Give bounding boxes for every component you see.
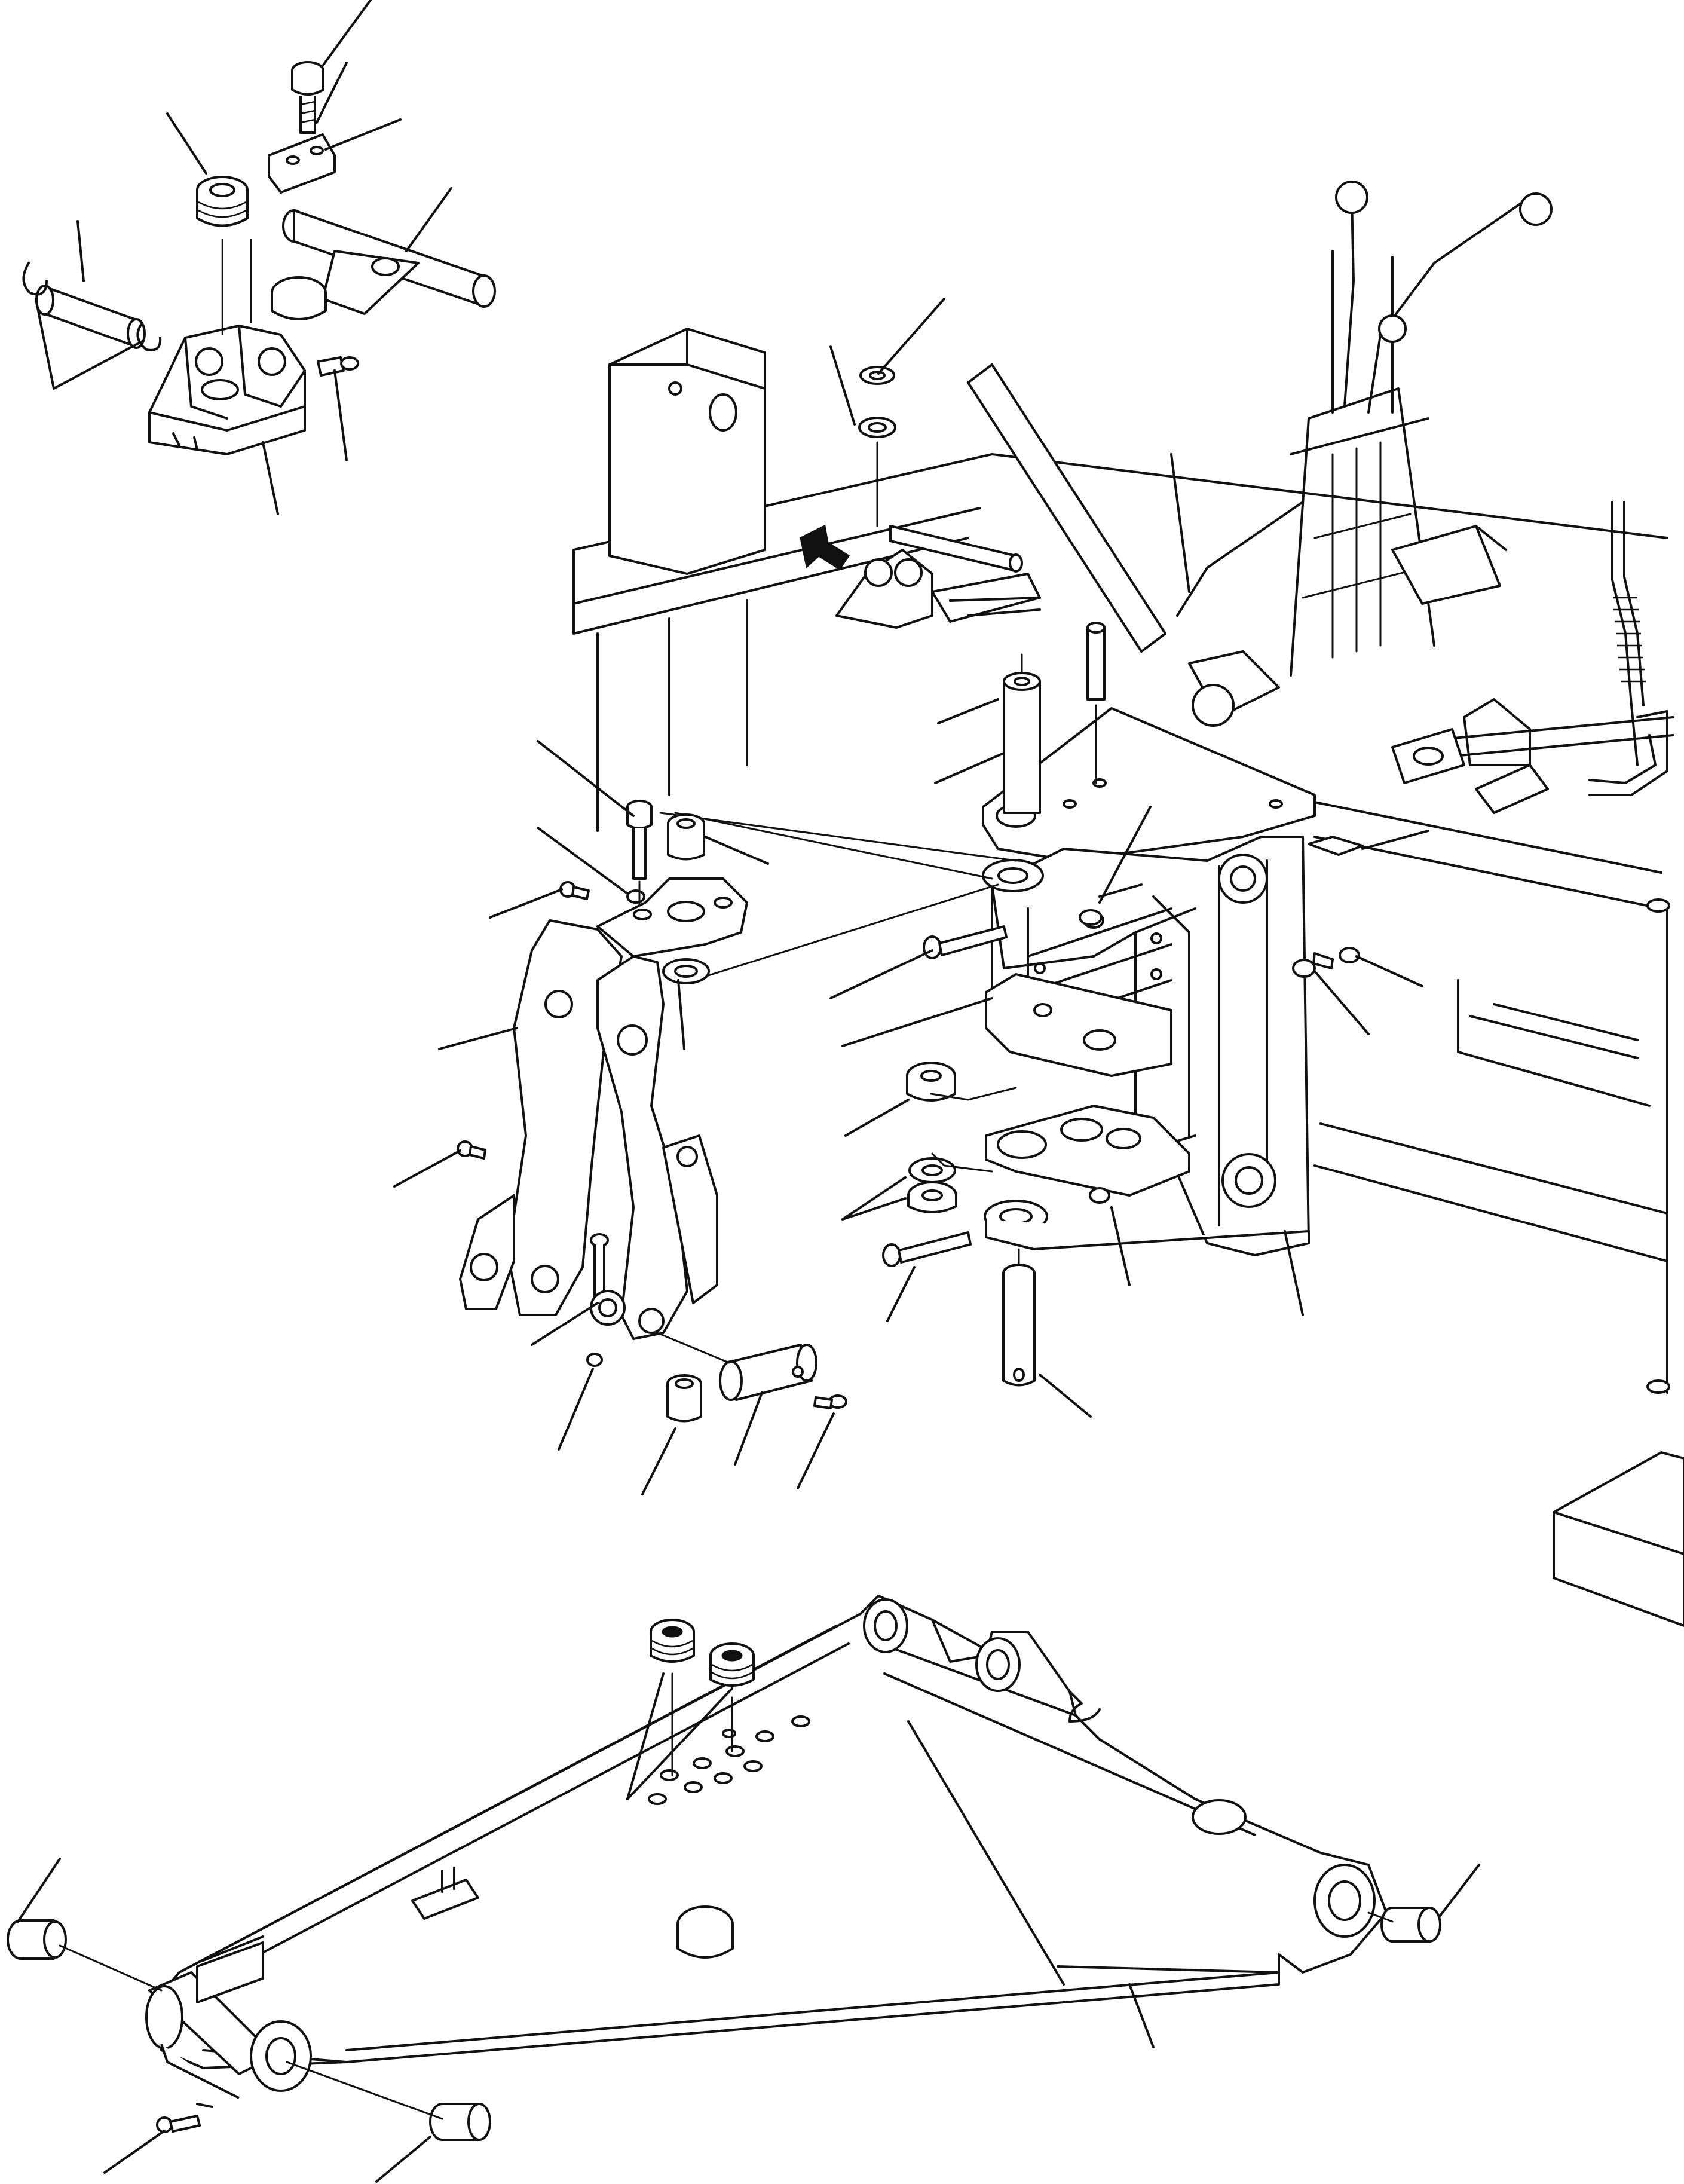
bushing (1380, 1907, 1441, 1943)
mid-plate (985, 973, 1172, 1077)
pivot-arm (271, 209, 496, 320)
pin (35, 285, 146, 349)
lever-knob (1335, 181, 1368, 214)
bushing (7, 1919, 67, 1960)
bolt (882, 1231, 972, 1267)
grease-nipple (457, 1140, 486, 1160)
base-bracket (148, 325, 306, 455)
boom (7, 1595, 1480, 2183)
king-post-frame (659, 453, 1429, 1418)
hydraulic-hose (1588, 501, 1668, 796)
grease-nipple (1292, 947, 1360, 978)
arrow-icon (800, 524, 850, 571)
chassis-frame (572, 453, 1684, 1627)
pivot-pin (719, 1344, 817, 1401)
swing-bracket (393, 740, 847, 1495)
lower-plate (985, 1105, 1190, 1197)
control-levers (967, 181, 1553, 727)
bushing (666, 1374, 702, 1423)
nut (626, 889, 645, 904)
circlip (22, 262, 48, 296)
lever-knob (1519, 192, 1553, 226)
shim-pack (907, 1152, 993, 1213)
throttle-lever (967, 363, 1166, 653)
mounting-bracket (800, 298, 1041, 629)
pivot-bracket-assembly (22, 0, 496, 515)
cap-screw (626, 800, 653, 880)
pin (1086, 628, 1106, 701)
castle-nut (906, 1062, 1017, 1102)
lower-pin (1002, 1264, 1036, 1387)
nut (586, 1353, 603, 1367)
bolt (590, 1233, 609, 1298)
lever-knob (1378, 314, 1407, 343)
bushing (196, 176, 249, 227)
top-plate (982, 707, 1316, 862)
bushing (667, 813, 705, 861)
wear-pad (1308, 836, 1364, 856)
rear-bracket-assembly (1391, 698, 1674, 814)
rubber-plug (709, 1642, 755, 1687)
grease-nipple (156, 2115, 201, 2133)
bushing (429, 2103, 491, 2141)
seat-box (608, 328, 766, 575)
bolt (923, 925, 1008, 959)
grease-nipple (317, 356, 359, 377)
cap-screw (291, 61, 324, 134)
clamp-plate (268, 133, 336, 194)
grease-nipple (559, 881, 590, 900)
rubber-plug (650, 1619, 695, 1663)
circlip (136, 322, 162, 351)
